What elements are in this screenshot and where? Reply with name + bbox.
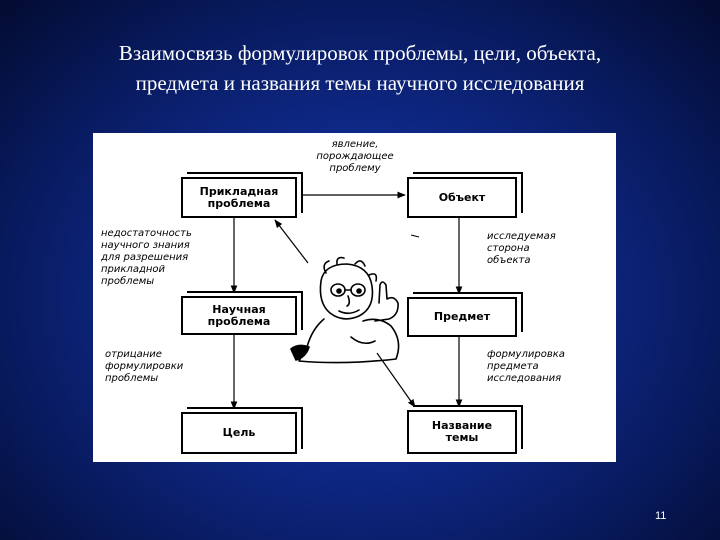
box-subject: Предмет xyxy=(407,297,517,337)
thinking-man-illustration xyxy=(290,256,400,364)
slide-title: Взаимосвязь формулировок проблемы, цели,… xyxy=(40,38,680,98)
note-negation: отрицание формулировки проблемы xyxy=(105,349,184,384)
diagram-connectors xyxy=(230,191,463,410)
box-scientific-problem: Научная проблема xyxy=(181,296,297,335)
box-topic-title: Название темы xyxy=(407,410,517,454)
box-object: Объект xyxy=(407,177,517,218)
note-phenomenon: явление, порождающее проблему xyxy=(316,139,394,174)
note-studied-side: исследуемая сторона объекта xyxy=(487,231,556,266)
arrow-figure-to-topic xyxy=(376,352,416,408)
arrow-figure-to-applied xyxy=(274,219,309,264)
slide-title-line-1: Взаимосвязь формулировок проблемы, цели,… xyxy=(118,41,602,65)
diagram-panel: Прикладная проблема Объект Научная пробл… xyxy=(93,133,616,462)
page-number: 11 xyxy=(655,510,667,522)
note-formulation: формулировка предмета исследования xyxy=(487,349,565,384)
note-insufficiency: недостаточность научного знания для разр… xyxy=(101,228,192,287)
slide-title-line-2: предмета и названия темы научного исслед… xyxy=(135,71,585,95)
box-goal: Цель xyxy=(181,412,297,454)
box-applied-problem: Прикладная проблема xyxy=(181,177,297,218)
